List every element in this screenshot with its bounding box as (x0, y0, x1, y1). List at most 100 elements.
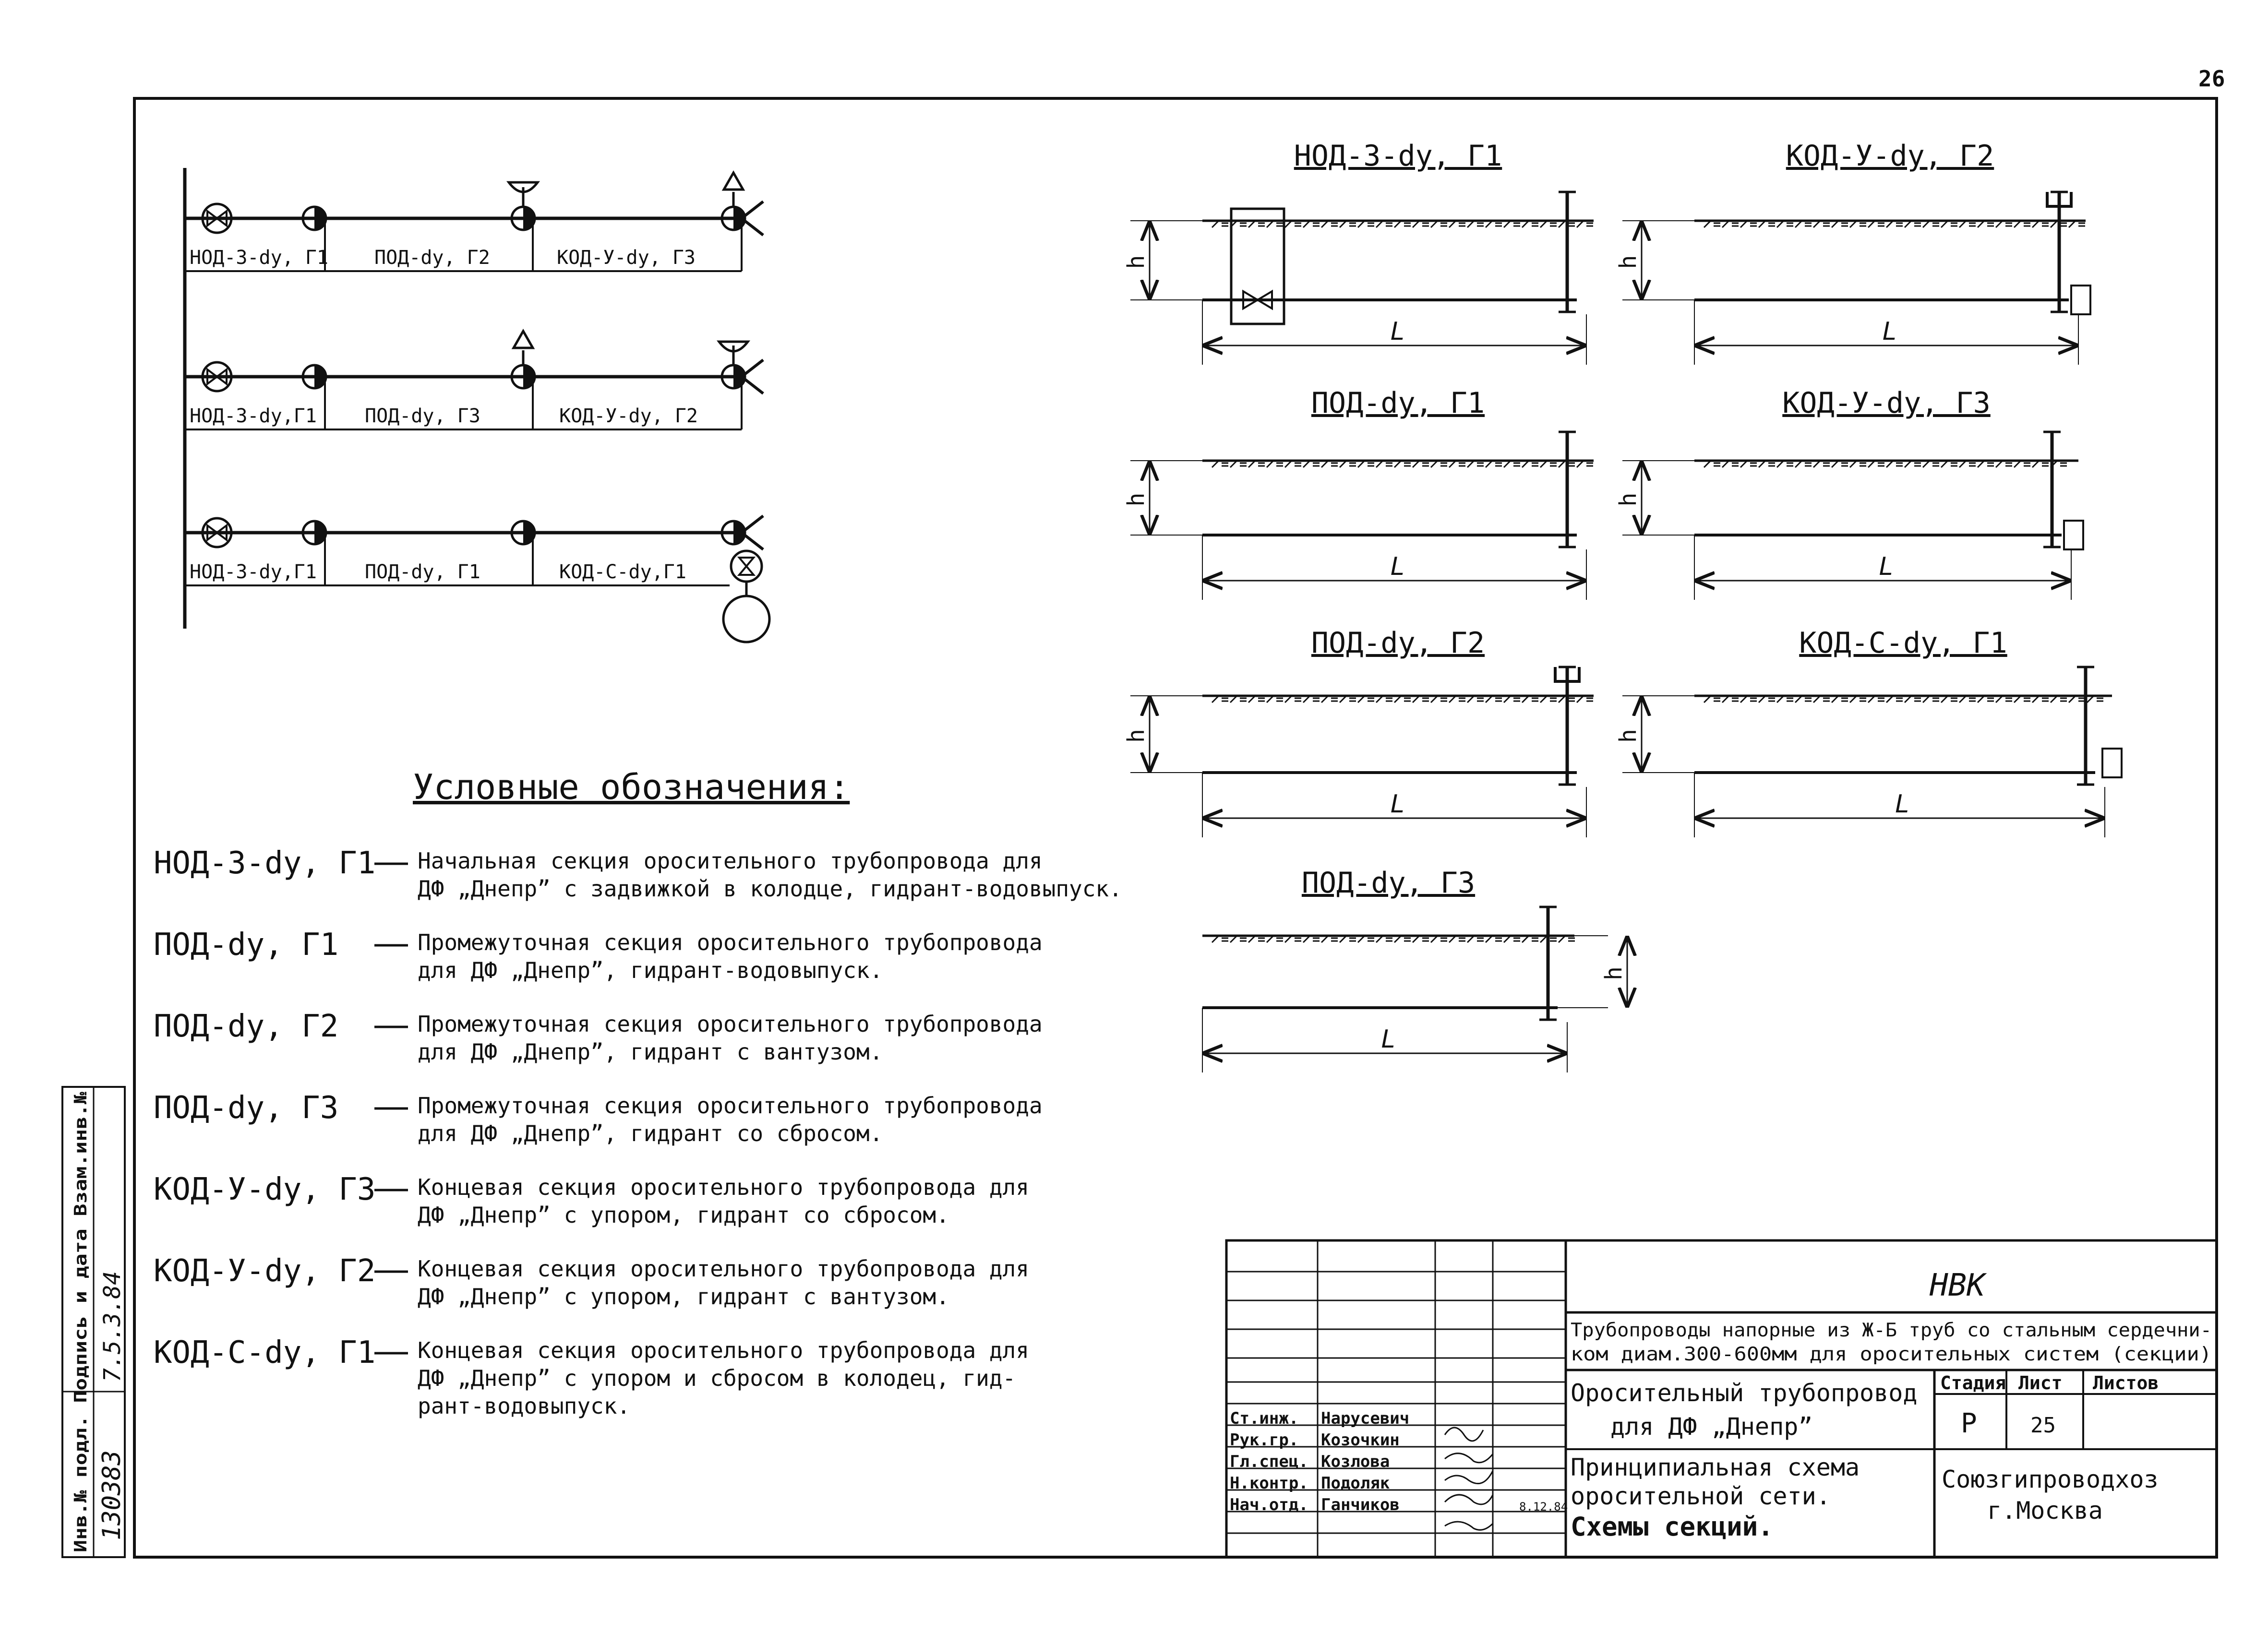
legend-description: для ДФ „Днепр”, гидрант со сбросом. (418, 1120, 883, 1146)
legend-description: ДФ „Днепр” с упором, гидрант со сбросом. (418, 1202, 949, 1228)
legend-code: КОД-У-dу, Г2 (154, 1253, 375, 1289)
section-title: КОД-У-dу, Г3 (1782, 386, 1990, 420)
legend-description: ДФ „Днепр” с упором и сбросом в колодец,… (418, 1365, 1016, 1391)
legend-item: КОД-У-dу, Г2 Концевая секция оросительног… (154, 1253, 1029, 1310)
drawing-name-line3: Принципиальная схема (1571, 1453, 1860, 1481)
legend-item: ПОД-dу, Г3 Промежуточная секция ороситель… (154, 1090, 1043, 1146)
section-title: ПОД-dу, Г2 (1311, 626, 1485, 660)
series-title-line1: Трубопроводы напорные из Ж-Б труб со ста… (1571, 1320, 2212, 1341)
organization-name: Союзгипроводхоз (1942, 1465, 2159, 1493)
legend-description: Промежуточная секция оросительного трубо… (418, 929, 1043, 955)
stop-block-icon (2063, 520, 2084, 550)
scheme-label: ПОД-dу, Г2 (374, 247, 490, 269)
legend-description: Концевая секция оросительного трубопрово… (418, 1256, 1029, 1282)
staff-role: Рук.гр. (1230, 1430, 1298, 1450)
scheme-row-2: НОД-3-dу,Г1 ПОД-dу, Г3 КОД-У-dу, Г2 (185, 328, 764, 430)
staff-role: Ст.инж. (1230, 1409, 1298, 1428)
dimension-h-label: h (1600, 966, 1627, 980)
legend-description: ДФ „Днепр” с упором, гидрант с вантузом. (418, 1284, 949, 1310)
legend-description: для ДФ „Днепр”, гидрант с вантузом. (418, 1039, 883, 1065)
valve-well-icon (201, 517, 233, 548)
valve-well-icon (201, 361, 233, 393)
section-drawing: КОД-У-dу, Г3 hL (1615, 386, 2084, 600)
stop-end-icon (739, 514, 764, 551)
dimension-L-label: L (1879, 552, 1894, 581)
legend-code: КОД-У-dу, Г3 (154, 1172, 375, 1207)
drain-icon (721, 170, 745, 191)
legend-description: рант-водовыпуск. (418, 1393, 630, 1419)
dimension-L-label: L (1381, 1025, 1396, 1054)
legend-code: КОД-С-dу, Г1 (154, 1335, 375, 1370)
staff-role: Н.контр. (1230, 1474, 1308, 1493)
legend-code: ПОД-dу, Г3 (154, 1090, 338, 1126)
sheet-number: 26 (2198, 66, 2225, 92)
legend-code: ПОД-dу, Г2 (154, 1009, 338, 1044)
dimension-h-label: h (1615, 493, 1642, 507)
discharge-well-icon (722, 595, 771, 643)
staff-role: Нач.отд. (1230, 1495, 1308, 1514)
dimension-h-label: h (1615, 729, 1642, 743)
valve-well-icon (201, 203, 233, 234)
drain-icon (511, 328, 535, 349)
ground-hatching (1211, 220, 1593, 228)
vent-valve-icon (506, 181, 540, 193)
vent-valve-icon (716, 340, 751, 353)
department-mark: НВК (1929, 1268, 1987, 1303)
drawing-name-line1: Оросительный трубопровод (1571, 1379, 1917, 1407)
gate-valve-icon (1242, 289, 1273, 310)
dimension-L-label: L (1390, 317, 1405, 346)
dimension-h-label: h (1123, 493, 1150, 507)
ground-hatching (1211, 460, 1593, 468)
legend-description: ДФ „Днепр” с задвижкой в колодце, гидран… (418, 876, 1122, 902)
gate-valve-icon (206, 524, 228, 542)
drawing-name-line4: оросительной сети. (1571, 1482, 1831, 1510)
section-title: КОД-С-dу, Г1 (1799, 626, 2007, 660)
scheme-label: ПОД-dу, Г1 (365, 561, 480, 583)
ground-hatching (1211, 935, 1575, 943)
stop-block-icon (2101, 748, 2123, 778)
side-stamp-date: 7.5.3.84 (99, 1271, 126, 1382)
ground-hatching (1211, 695, 1593, 703)
legend-code: ПОД-dу, Г1 (154, 927, 338, 963)
staff-name: Нарусевич (1321, 1409, 1409, 1428)
legend-description: Концевая секция оросительного трубопрово… (418, 1174, 1029, 1200)
legend-description: Промежуточная секция оросительного трубо… (418, 1011, 1043, 1037)
legend-description: Промежуточная секция оросительного трубо… (418, 1093, 1043, 1119)
section-drawing: ПОД-dу, Г2 hL (1123, 626, 1594, 837)
legend-description: Концевая секция оросительного трубопрово… (418, 1337, 1029, 1363)
staff-name: Козлова (1321, 1452, 1390, 1471)
side-stamp-inv: 130383 (97, 1450, 126, 1540)
staff-name: Ганчиков (1321, 1495, 1400, 1514)
legend-code: НОД-3-dу, Г1 (154, 846, 375, 881)
staff-name: Козочкин (1321, 1430, 1400, 1450)
series-title-line2: ком диам.300-600мм для оросительных сист… (1571, 1344, 2212, 1365)
scheme-row-1: НОД-3-dу, Г1 ПОД-dу, Г2 КОД-У-dу, Г3 (185, 170, 764, 272)
legend-item: КОД-С-dу, Г1 Концевая секция оросительног… (154, 1335, 1029, 1419)
organization-city: г.Москва (1987, 1497, 2103, 1525)
dimension-L-label: L (1390, 790, 1405, 819)
dimension-h-label: h (1123, 729, 1150, 743)
dimension-L-label: L (1882, 317, 1897, 346)
legend-item: КОД-У-dу, Г3 Концевая секция оросительног… (154, 1172, 1029, 1228)
side-stamp-header: Инв.№ подл. Подпись и дата Взам.инв.№ (71, 1092, 91, 1552)
section-title: ПОД-dу, Г3 (1302, 866, 1475, 900)
legend-title: Условные обозначения: (413, 767, 850, 807)
ground-hatching (1703, 220, 2085, 228)
side-stamp: Инв.№ подл. Подпись и дата Взам.инв.№ 13… (61, 1086, 126, 1558)
title-block: НВК Трубопроводы напорные из Ж-Б труб со… (1225, 1239, 2218, 1559)
scheme-label: НОД-3-dу,Г1 (190, 561, 317, 583)
section-title: КОД-У-dу, Г2 (1786, 139, 1994, 173)
staff-role: Гл.спец. (1230, 1452, 1308, 1471)
sheet-label: Лист (2018, 1372, 2063, 1394)
scheme-label: КОД-У-dу, Г3 (557, 247, 696, 269)
drawing-frame (133, 97, 2218, 1559)
dimension-L-label: L (1390, 552, 1405, 581)
scheme-label: НОД-3-dу, Г1 (190, 247, 328, 269)
